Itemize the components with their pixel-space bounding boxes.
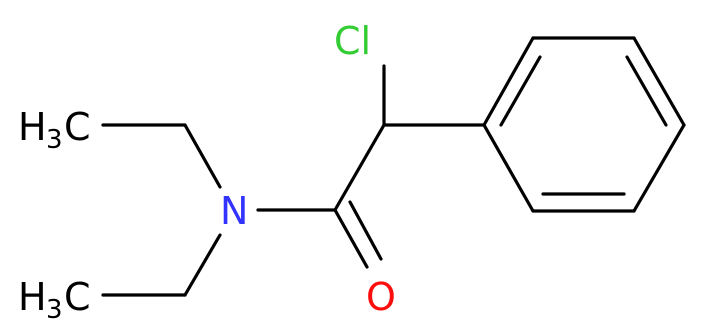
methyl-bottom-subscript: 3 — [46, 295, 63, 325]
ring-bond-4 — [632, 123, 686, 213]
bond-carbonyl-oxygen-b — [348, 200, 383, 261]
methyl-top-subscript: 3 — [46, 125, 63, 155]
bonds — [101, 36, 686, 297]
nitrogen-atom-label: N — [220, 189, 248, 233]
ring-bond-1 — [482, 36, 535, 127]
methyl-top-h: H — [18, 105, 47, 149]
bond-ch2-n-top — [183, 123, 222, 189]
ring-inner-bond-1 — [499, 55, 542, 127]
bond-n-ch2-bottom — [183, 233, 222, 297]
methyl-bottom-label: H 3 C — [18, 275, 91, 325]
ring-bond-6 — [482, 123, 535, 213]
bond-carbonyl-oxygen-a — [333, 208, 369, 269]
ring-inner-bond-2 — [625, 55, 668, 127]
methyl-bottom-h: H — [18, 275, 47, 319]
bond-carbonyl-alpha — [333, 123, 386, 212]
methyl-bottom-c: C — [64, 275, 91, 319]
chlorine-atom-label: Cl — [334, 19, 371, 63]
ring-bond-3 — [632, 36, 686, 127]
methyl-top-label: H 3 C — [18, 105, 91, 155]
methyl-top-c: C — [64, 105, 91, 149]
oxygen-atom-label: O — [366, 275, 396, 319]
